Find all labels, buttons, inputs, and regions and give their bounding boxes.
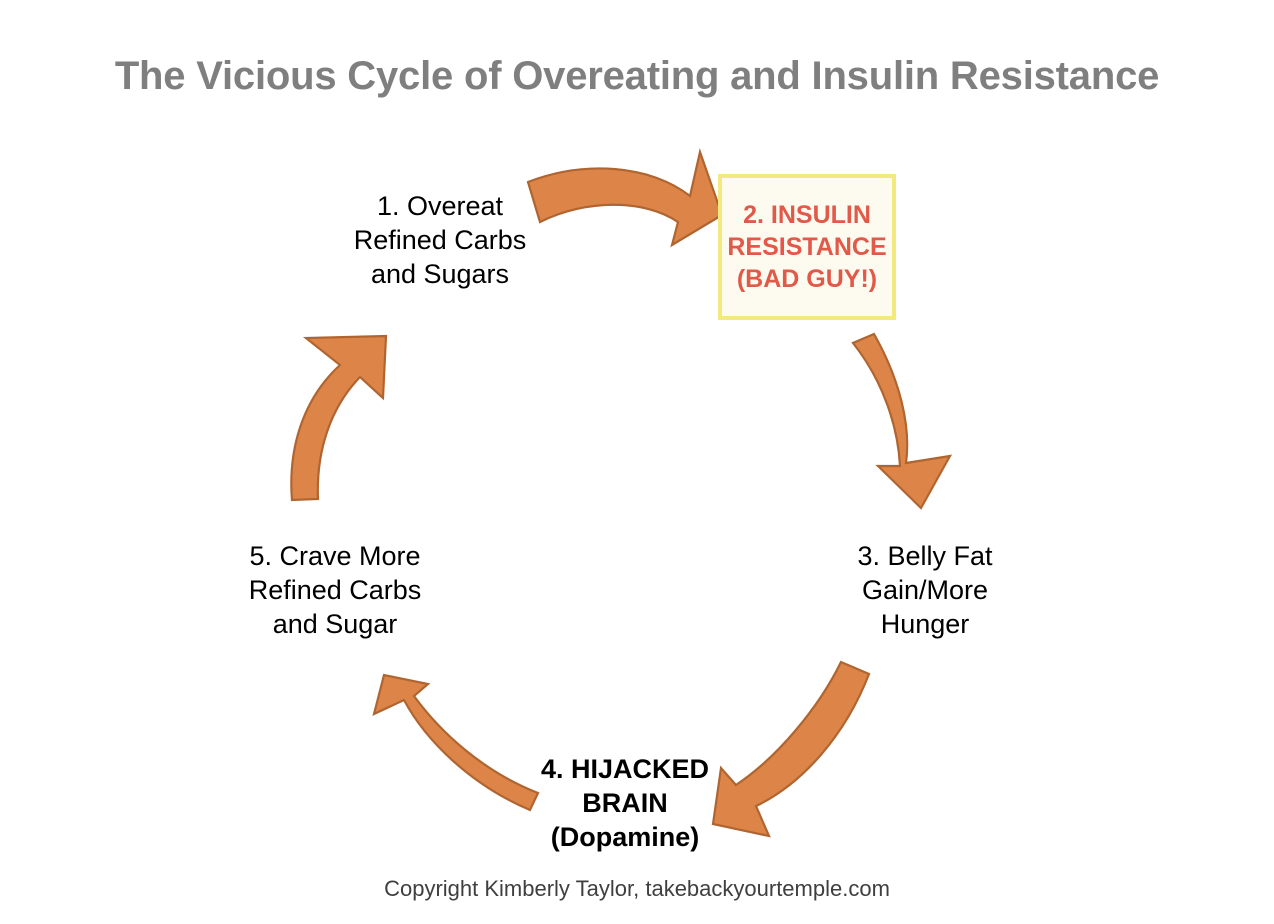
page-title: The Vicious Cycle of Overeating and Insu… — [114, 54, 1160, 98]
arrow-3-to-4-icon — [711, 660, 871, 838]
copyright-footer: Copyright Kimberly Taylor, takebackyourt… — [384, 876, 890, 901]
cycle-step-3-label: 3. Belly Fat Gain/More Hunger — [857, 541, 993, 639]
cycle-step-5-label: 5. Crave More Refined Carbs and Sugar — [248, 541, 422, 639]
cycle-step-2-label: 2. INSULIN RESISTANCE (BAD GUY!) — [727, 201, 887, 293]
cycle-step-4-label: 4. HIJACKED BRAIN (Dopamine) — [540, 754, 710, 852]
cycle-step-2-box: 2. INSULIN RESISTANCE (BAD GUY!) — [718, 174, 896, 320]
arrow-2-to-3-icon — [851, 332, 953, 510]
arrow-4-to-5-icon — [372, 673, 540, 812]
cycle-step-1-label: 1. Overeat Refined Carbs and Sugars — [353, 191, 527, 289]
arrow-5-to-1-icon — [290, 334, 388, 502]
